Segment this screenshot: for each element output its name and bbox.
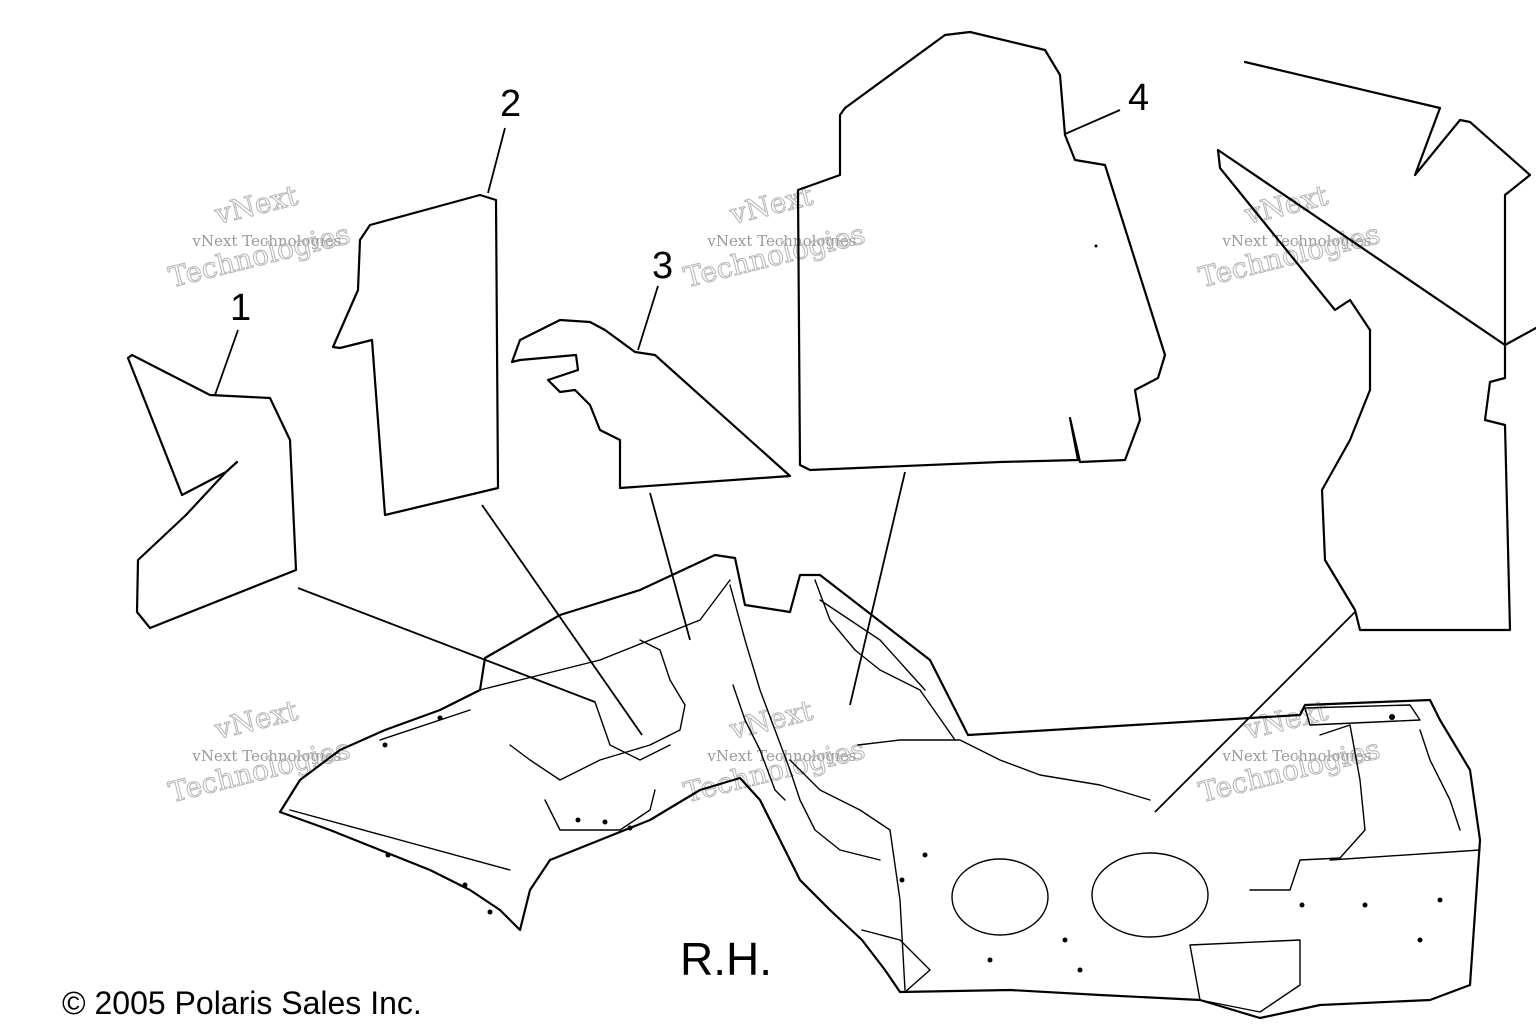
side-label: R.H. <box>680 933 772 985</box>
svg-text:vNext: vNext <box>211 179 302 232</box>
callout-4: 4 <box>1128 77 1149 119</box>
watermark: vNext vNext Technologies Technologies <box>1195 178 1384 295</box>
callout-3: 3 <box>652 245 673 287</box>
svg-text:Technologies: Technologies <box>165 732 353 809</box>
svg-text:vNext: vNext <box>211 694 302 747</box>
svg-text:Technologies: Technologies <box>680 732 868 809</box>
vehicle-body <box>278 553 1482 1020</box>
svg-text:vNext Technologies: vNext Technologies <box>1221 232 1371 250</box>
svg-text:vNext Technologies: vNext Technologies <box>706 232 856 250</box>
svg-text:vNext Technologies: vNext Technologies <box>1221 747 1371 765</box>
svg-text:vNext Technologies: vNext Technologies <box>706 747 856 765</box>
svg-text:vNext: vNext <box>726 179 817 232</box>
insulation-pad-1 <box>126 353 298 630</box>
insulation-pad-2 <box>331 193 500 517</box>
svg-text:vNext Technologies: vNext Technologies <box>191 747 341 765</box>
watermark: vNext vNext Technologies Technologies <box>165 693 354 810</box>
watermark: vNext vNext Technologies Technologies <box>165 178 354 295</box>
svg-text:vNext: vNext <box>1241 694 1332 747</box>
insulation-pad-4 <box>796 30 1167 472</box>
copyright-notice: © 2005 Polaris Sales Inc. <box>62 985 422 1021</box>
insulation-pad-5 <box>1216 60 1536 632</box>
watermark: vNext vNext Technologies Technologies <box>680 178 869 295</box>
insulation-pad-3 <box>510 318 792 490</box>
svg-text:vNext Technologies: vNext Technologies <box>191 232 341 250</box>
callout-1: 1 <box>230 287 251 329</box>
svg-text:Technologies: Technologies <box>1195 217 1383 294</box>
leader-lines <box>214 109 1356 813</box>
callout-2: 2 <box>500 83 521 125</box>
svg-text:Technologies: Technologies <box>165 217 353 294</box>
svg-text:Technologies: Technologies <box>680 217 868 294</box>
svg-text:vNext: vNext <box>1241 179 1332 232</box>
